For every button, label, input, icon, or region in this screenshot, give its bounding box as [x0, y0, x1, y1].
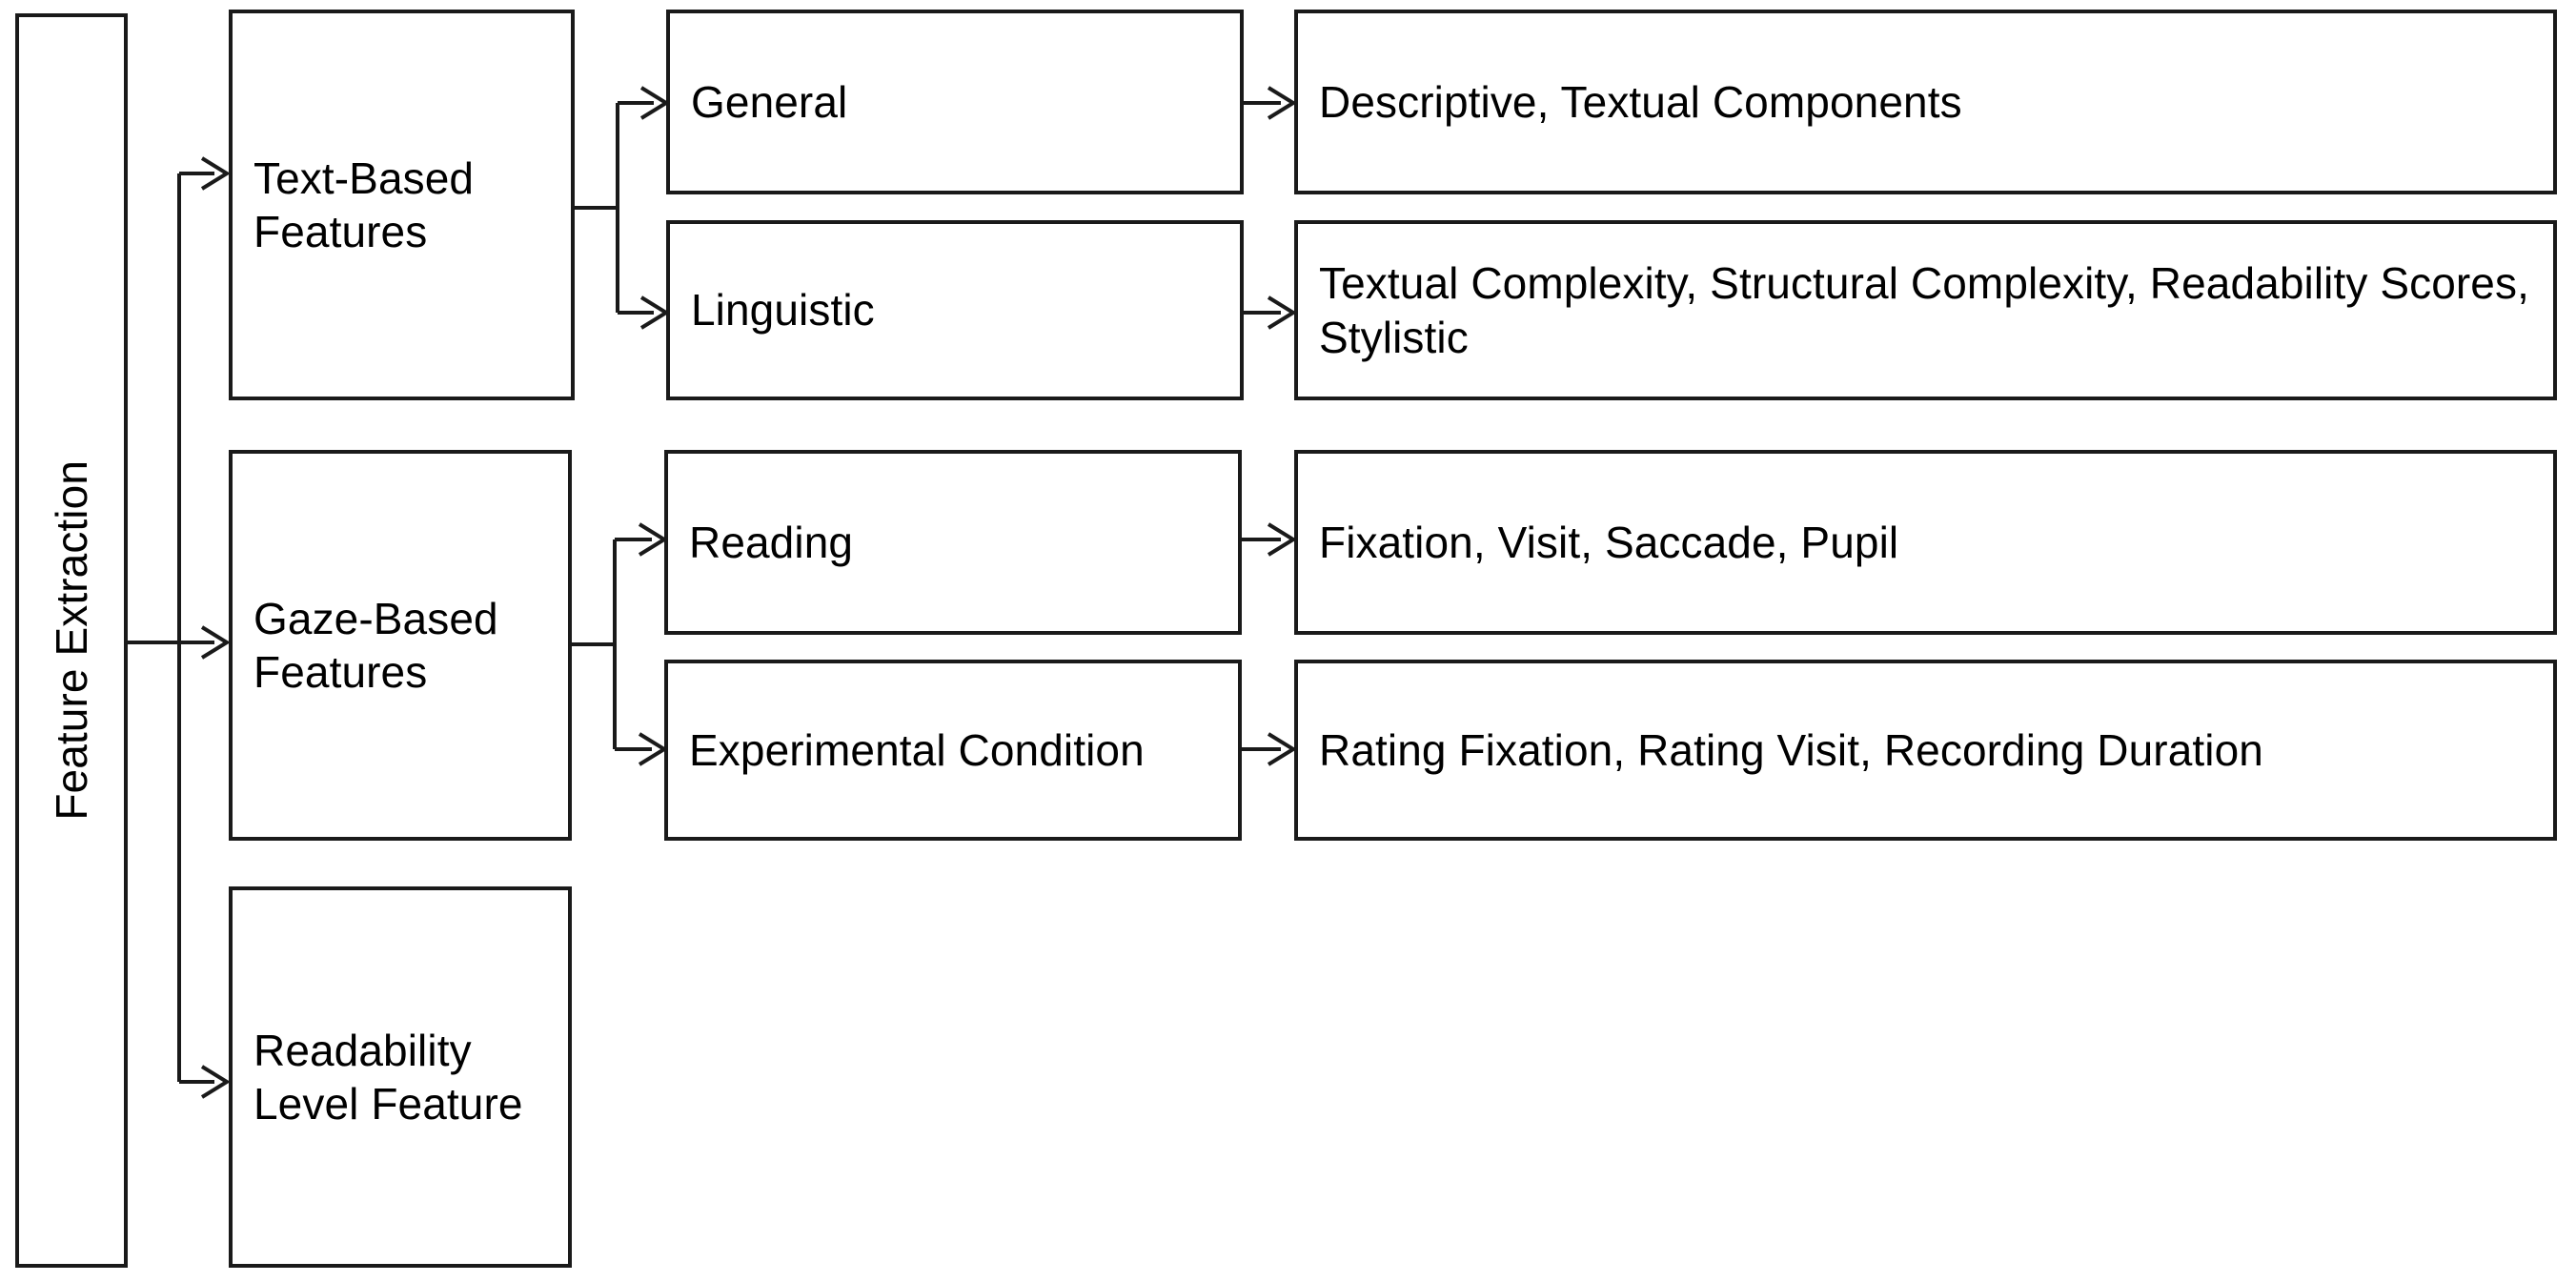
node-text-based-features[interactable]: Text-Based Features	[229, 10, 575, 400]
node-reading-detail-label: Fixation, Visit, Saccade, Pupil	[1319, 517, 1899, 567]
node-general[interactable]: General	[666, 10, 1244, 194]
node-experimental-condition-label: Experimental Condition	[689, 724, 1145, 775]
node-reading-detail[interactable]: Fixation, Visit, Saccade, Pupil	[1294, 450, 2557, 635]
node-linguistic-detail[interactable]: Textual Complexity, Structural Complexit…	[1294, 220, 2557, 400]
arrowhead-general-detail	[1267, 86, 1297, 120]
node-text-based-features-label: Text-Based Features	[254, 153, 475, 256]
node-linguistic-label: Linguistic	[691, 285, 875, 336]
arrowhead-linguistic	[639, 295, 670, 330]
node-reading-label: Reading	[689, 517, 854, 567]
node-general-label: General	[691, 76, 848, 127]
node-readability-level-feature[interactable]: Readability Level Feature	[229, 886, 572, 1268]
node-gaze-based-features[interactable]: Gaze-Based Features	[229, 450, 572, 841]
arrowhead-reading-detail	[1267, 522, 1297, 557]
node-experimental-condition-detail-label: Rating Fixation, Rating Visit, Recording…	[1319, 724, 2263, 775]
node-feature-extraction[interactable]: Feature Extraction	[15, 13, 128, 1268]
arrowhead-experimental	[638, 732, 668, 766]
node-gaze-based-features-label: Gaze-Based Features	[254, 593, 498, 697]
arrowhead-gaze-based	[200, 625, 231, 660]
node-reading[interactable]: Reading	[664, 450, 1242, 635]
arrowhead-text-based	[200, 156, 231, 191]
node-general-detail[interactable]: Descriptive, Textual Components	[1294, 10, 2557, 194]
arrowhead-readability	[200, 1065, 231, 1099]
node-experimental-condition-detail[interactable]: Rating Fixation, Rating Visit, Recording…	[1294, 660, 2557, 841]
arrowhead-experimental-detail	[1267, 732, 1297, 766]
arrowhead-linguistic-detail	[1267, 295, 1297, 330]
node-feature-extraction-label: Feature Extraction	[46, 460, 96, 821]
node-general-detail-label: Descriptive, Textual Components	[1319, 76, 1962, 127]
node-linguistic[interactable]: Linguistic	[666, 220, 1244, 400]
node-experimental-condition[interactable]: Experimental Condition	[664, 660, 1242, 841]
node-linguistic-detail-label: Textual Complexity, Structural Complexit…	[1319, 258, 2529, 362]
node-readability-level-feature-label: Readability Level Feature	[254, 1025, 523, 1129]
arrowhead-general	[639, 86, 670, 120]
arrowhead-reading	[638, 522, 668, 557]
